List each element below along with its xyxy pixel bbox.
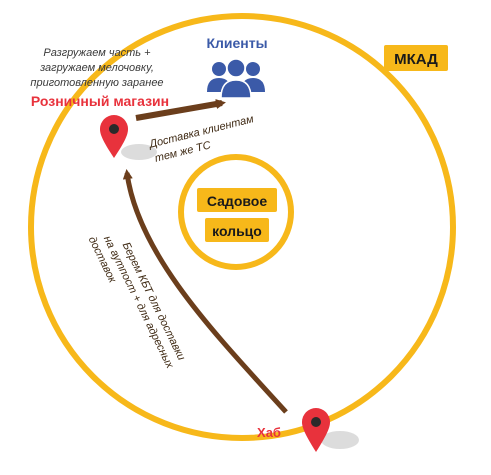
clients-label: Клиенты <box>206 35 267 51</box>
retail-note-line2: загружаем мелочовку, <box>39 62 154 74</box>
garden-ring-label-line2: кольцо <box>212 223 262 239</box>
retail-note-line1: Разгружаем часть + <box>43 47 151 59</box>
people-icon <box>207 58 265 99</box>
hub-route-note: Берем КБТ для доставки на аутпост + для … <box>86 234 188 371</box>
delivery-arrow <box>135 99 226 121</box>
retail-note: Разгружаем часть + загружаем мелочовку, … <box>30 47 163 89</box>
garden-ring <box>178 154 294 270</box>
garden-ring-label: Садовое кольцо <box>197 188 277 242</box>
mkad-label: МКАД <box>384 45 448 71</box>
garden-ring-label-line1: Садовое <box>207 193 267 209</box>
hub-route-arrow <box>122 169 288 414</box>
hub-label: Хаб <box>257 425 281 440</box>
retail-store-label: Розничный магазин <box>31 93 169 109</box>
hub-pin-icon <box>302 408 359 452</box>
retail-store-pin-icon <box>100 115 157 160</box>
retail-note-line3: приготовленную заранее <box>30 77 163 89</box>
mkad-label-text: МКАД <box>394 51 438 68</box>
mkad-ring <box>28 13 456 441</box>
